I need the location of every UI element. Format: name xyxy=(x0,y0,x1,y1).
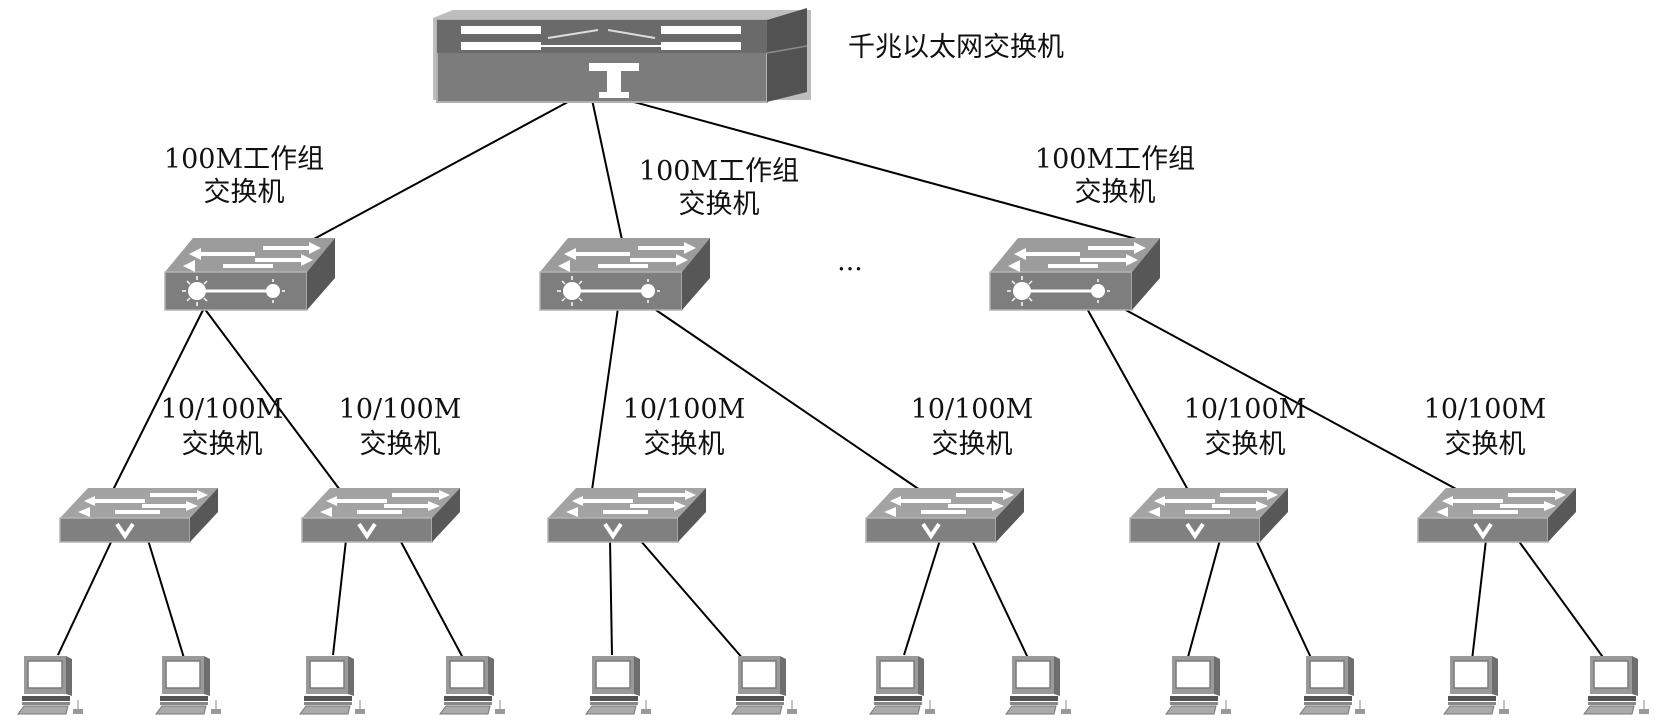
computer-icon xyxy=(155,655,222,715)
access-switch-label-5a: 10/100M xyxy=(1184,394,1307,425)
workgroup-switch-label-1a: 100M工作组 xyxy=(164,144,324,175)
access-switch-label-1a: 10/100M xyxy=(161,394,284,425)
link-access-6-to-pc-2 xyxy=(1517,539,1606,661)
access-switch-icon xyxy=(1416,486,1578,544)
computer-icon xyxy=(1583,655,1650,715)
link-access-3-to-pc-1 xyxy=(609,539,613,656)
link-workgroup-to-access-6 xyxy=(1121,307,1459,491)
computer-icon xyxy=(1443,655,1510,715)
access-switch-label-6b: 交换机 xyxy=(1445,429,1526,460)
link-access-1-to-pc-1 xyxy=(57,539,113,656)
workgroup-switch-label-2a: 100M工作组 xyxy=(639,156,799,187)
workgroup-switch-label-2b: 交换机 xyxy=(679,189,760,220)
access-switch-label-2b: 交换机 xyxy=(360,429,441,460)
core-switch-label: 千兆以太网交换机 xyxy=(848,32,1064,63)
link-workgroup-to-access-5 xyxy=(1084,304,1189,491)
access-switch-label-3b: 交换机 xyxy=(644,429,725,460)
workgroup-switch-label-3a: 100M工作组 xyxy=(1035,144,1195,175)
workgroup-switch-label-1b: 交换机 xyxy=(204,177,285,208)
access-switch-icon xyxy=(1128,486,1290,544)
more-switches-ellipsis: ··· xyxy=(837,254,863,285)
link-access-5-to-pc-2 xyxy=(1255,539,1313,661)
link-access-4-to-pc-1 xyxy=(903,539,941,656)
computer-icon xyxy=(1005,655,1072,715)
access-switch-label-6a: 10/100M xyxy=(1424,394,1547,425)
computer-icon xyxy=(17,655,84,715)
uplink-core-to-workgroup-1 xyxy=(311,89,591,241)
access-switch-label-5b: 交换机 xyxy=(1205,429,1286,460)
access-switch-label-4b: 交换机 xyxy=(932,429,1013,460)
computer-icon xyxy=(299,655,366,715)
link-access-6-to-pc-1 xyxy=(1471,539,1487,661)
link-workgroup-to-access-3 xyxy=(591,307,619,491)
uplink-core-to-workgroup-3 xyxy=(589,89,1141,241)
workgroup-switch-icon xyxy=(988,236,1162,312)
access-switch-icon xyxy=(546,486,708,544)
link-workgroup-to-access-4 xyxy=(652,307,921,491)
computer-icon xyxy=(439,655,506,715)
computer-icon xyxy=(869,655,936,715)
workgroup-switch-icon xyxy=(163,236,337,312)
workgroup-switch-icon xyxy=(538,236,712,312)
access-switch-label-2a: 10/100M xyxy=(339,394,462,425)
access-switch-label-4a: 10/100M xyxy=(911,394,1034,425)
access-switch-icon xyxy=(58,486,220,544)
access-switch-icon xyxy=(300,486,462,544)
core-switch-icon xyxy=(432,7,812,103)
link-access-1-to-pc-2 xyxy=(147,539,185,659)
uplink-core-to-workgroup-2 xyxy=(589,89,623,241)
connection-lines xyxy=(57,89,1606,661)
access-switch-label-3a: 10/100M xyxy=(623,394,746,425)
link-access-5-to-pc-1 xyxy=(1187,539,1221,658)
link-access-4-to-pc-2 xyxy=(971,539,1029,659)
computer-icon xyxy=(731,655,798,715)
link-access-2-to-pc-2 xyxy=(399,539,464,659)
access-switch-label-1b: 交换机 xyxy=(182,429,263,460)
link-workgroup-to-access-2 xyxy=(203,307,341,491)
link-workgroup-to-access-1 xyxy=(112,307,205,491)
computer-icon xyxy=(1299,655,1366,715)
computer-icon xyxy=(1165,655,1232,715)
computer-icon xyxy=(585,655,652,715)
devices-layer xyxy=(17,7,1650,715)
link-access-2-to-pc-1 xyxy=(332,539,347,656)
link-access-3-to-pc-2 xyxy=(639,539,745,661)
workgroup-switch-label-3b: 交换机 xyxy=(1075,177,1156,208)
access-switch-icon xyxy=(864,486,1026,544)
